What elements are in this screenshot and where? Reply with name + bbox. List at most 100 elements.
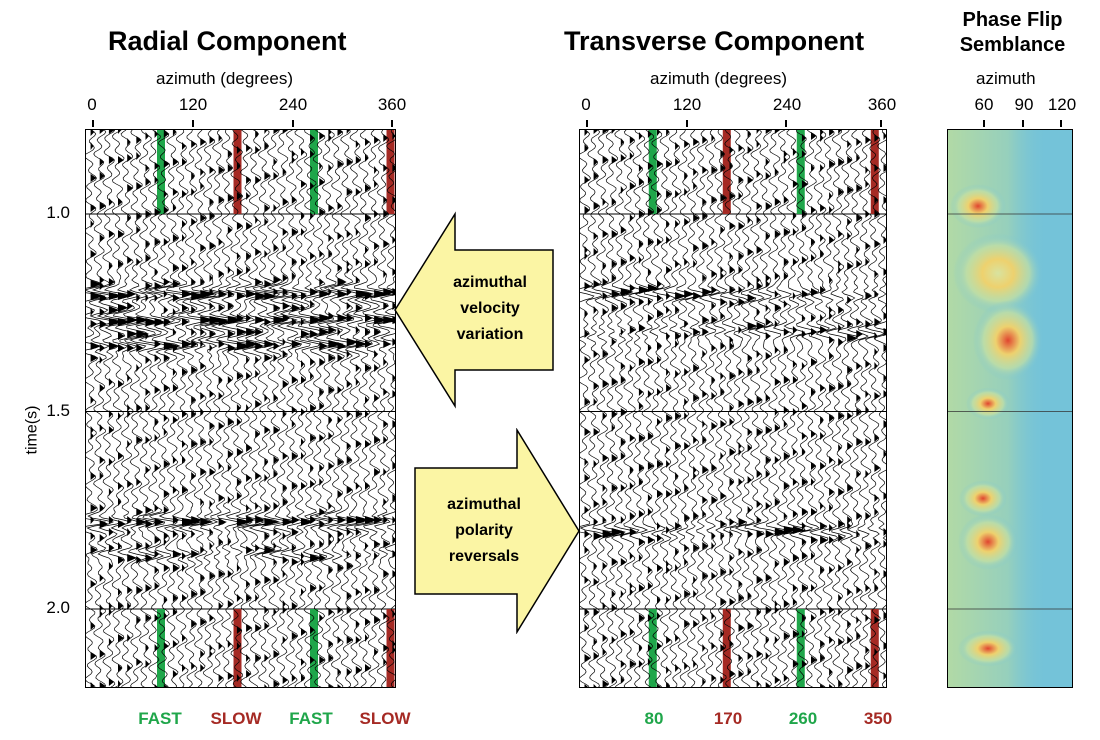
wiggle-fill bbox=[747, 294, 756, 302]
wiggle-fill bbox=[182, 264, 188, 272]
wiggle-fill bbox=[856, 260, 862, 268]
y-tick-1-5: 1.5 bbox=[46, 401, 70, 420]
wiggle-fill bbox=[711, 392, 716, 400]
wiggle-fill bbox=[593, 306, 598, 314]
wiggle-fill bbox=[729, 554, 734, 562]
wiggle-fill bbox=[801, 630, 805, 638]
wiggle-fill bbox=[337, 354, 344, 362]
wiggle-fill bbox=[236, 342, 253, 350]
wiggle-fill bbox=[200, 168, 204, 176]
wiggle-fill bbox=[118, 380, 124, 388]
wiggle-fill bbox=[127, 480, 133, 488]
wiggle-fill bbox=[820, 384, 825, 392]
wiggle-fill bbox=[611, 378, 618, 386]
wiggle-fill bbox=[301, 360, 305, 368]
wiggle-fill bbox=[108, 378, 113, 386]
wiggle-fill bbox=[765, 274, 771, 282]
wiggle-fill bbox=[118, 304, 128, 312]
wiggle-fill bbox=[829, 312, 833, 320]
wiggle-fill bbox=[346, 380, 352, 388]
wiggle-fill bbox=[801, 522, 807, 530]
wiggle-fill bbox=[811, 430, 816, 438]
wiggle-fill bbox=[693, 182, 697, 190]
wiggle-fill bbox=[127, 554, 137, 562]
wiggle-fill bbox=[145, 554, 154, 562]
wiggle-fill bbox=[747, 428, 752, 436]
wiggle-fill bbox=[319, 278, 324, 286]
wiggle-fill bbox=[154, 354, 160, 362]
wiggle-fill bbox=[883, 164, 886, 172]
wiggle-fill bbox=[829, 306, 833, 314]
wiggle-fill bbox=[182, 634, 186, 642]
wiggle-fill bbox=[136, 316, 151, 324]
wiggle-fill bbox=[693, 590, 697, 598]
wiggle-fill bbox=[765, 426, 772, 434]
wiggle-fill bbox=[145, 404, 150, 412]
wiggle-fill bbox=[847, 366, 853, 374]
wiggle-fill bbox=[392, 132, 395, 140]
wiggle-trace bbox=[297, 130, 325, 687]
polarity-arrow bbox=[414, 428, 580, 634]
wiggle-fill bbox=[118, 556, 125, 564]
wiggle-trace bbox=[789, 130, 815, 687]
wiggle-fill bbox=[200, 328, 205, 336]
wiggle-fill bbox=[246, 504, 250, 512]
wiggle-fill bbox=[657, 388, 661, 396]
wiggle-fill bbox=[820, 608, 825, 616]
wiggle-fill bbox=[310, 300, 315, 308]
wiggle-fill bbox=[273, 502, 279, 510]
wiggle-fill bbox=[301, 180, 307, 188]
wiggle-fill bbox=[829, 414, 835, 422]
wiggle-fill bbox=[865, 136, 871, 144]
wiggle-fill bbox=[145, 318, 159, 326]
wiggle-fill bbox=[820, 640, 825, 648]
wiggle-fill bbox=[829, 160, 835, 168]
wiggle-fill bbox=[328, 640, 333, 648]
wiggle-fill bbox=[172, 516, 180, 524]
wiggle-fill bbox=[720, 630, 724, 638]
wiggle-fill bbox=[684, 442, 690, 450]
wiggle-fill bbox=[638, 434, 645, 442]
wiggle-fill bbox=[801, 402, 807, 410]
wiggle-fill bbox=[392, 640, 395, 648]
wiggle-fill bbox=[264, 130, 268, 134]
wiggle-fill bbox=[801, 330, 807, 338]
wiggle-fill bbox=[246, 670, 251, 678]
wiggle-fill bbox=[337, 130, 343, 136]
wiggle-fill bbox=[145, 164, 149, 172]
wiggle-fill bbox=[693, 244, 699, 252]
wiggle-fill bbox=[127, 138, 131, 146]
wiggle-trace bbox=[864, 130, 885, 687]
wiggle-fill bbox=[801, 314, 805, 322]
wiggle-fill bbox=[365, 664, 371, 672]
wiggle-fill bbox=[337, 278, 346, 286]
wiggle-fill bbox=[99, 520, 109, 528]
wiggle-fill bbox=[301, 330, 310, 338]
wiggle-fill bbox=[255, 316, 265, 324]
wiggle-fill bbox=[675, 158, 680, 166]
wiggle-fill bbox=[620, 302, 627, 310]
wiggle-fill bbox=[657, 238, 662, 246]
wiggle-fill bbox=[355, 290, 373, 298]
wiggle-fill bbox=[738, 624, 745, 632]
wiggle-fill bbox=[838, 594, 842, 602]
wiggle-fill bbox=[383, 540, 390, 548]
wiggle-fill bbox=[291, 258, 297, 266]
wiggle-fill bbox=[108, 410, 113, 418]
wiggle-fill bbox=[593, 428, 600, 436]
wiggle-fill bbox=[301, 376, 306, 384]
wiggle-fill bbox=[218, 494, 225, 502]
wiggle-fill bbox=[620, 408, 627, 416]
wiggle-fill bbox=[720, 298, 727, 306]
wiggle-fill bbox=[693, 364, 699, 372]
wiggle-fill bbox=[666, 368, 670, 376]
wiggle-trace bbox=[691, 130, 714, 687]
wiggle-fill bbox=[747, 280, 751, 288]
wiggle-fill bbox=[747, 592, 752, 600]
wiggle-fill bbox=[236, 372, 243, 380]
wiggle-fill bbox=[765, 652, 770, 660]
wiggle-fill bbox=[227, 464, 231, 472]
wiggle-trace bbox=[286, 130, 316, 687]
arrow-right-shape bbox=[414, 428, 580, 634]
wiggle-fill bbox=[675, 306, 679, 314]
